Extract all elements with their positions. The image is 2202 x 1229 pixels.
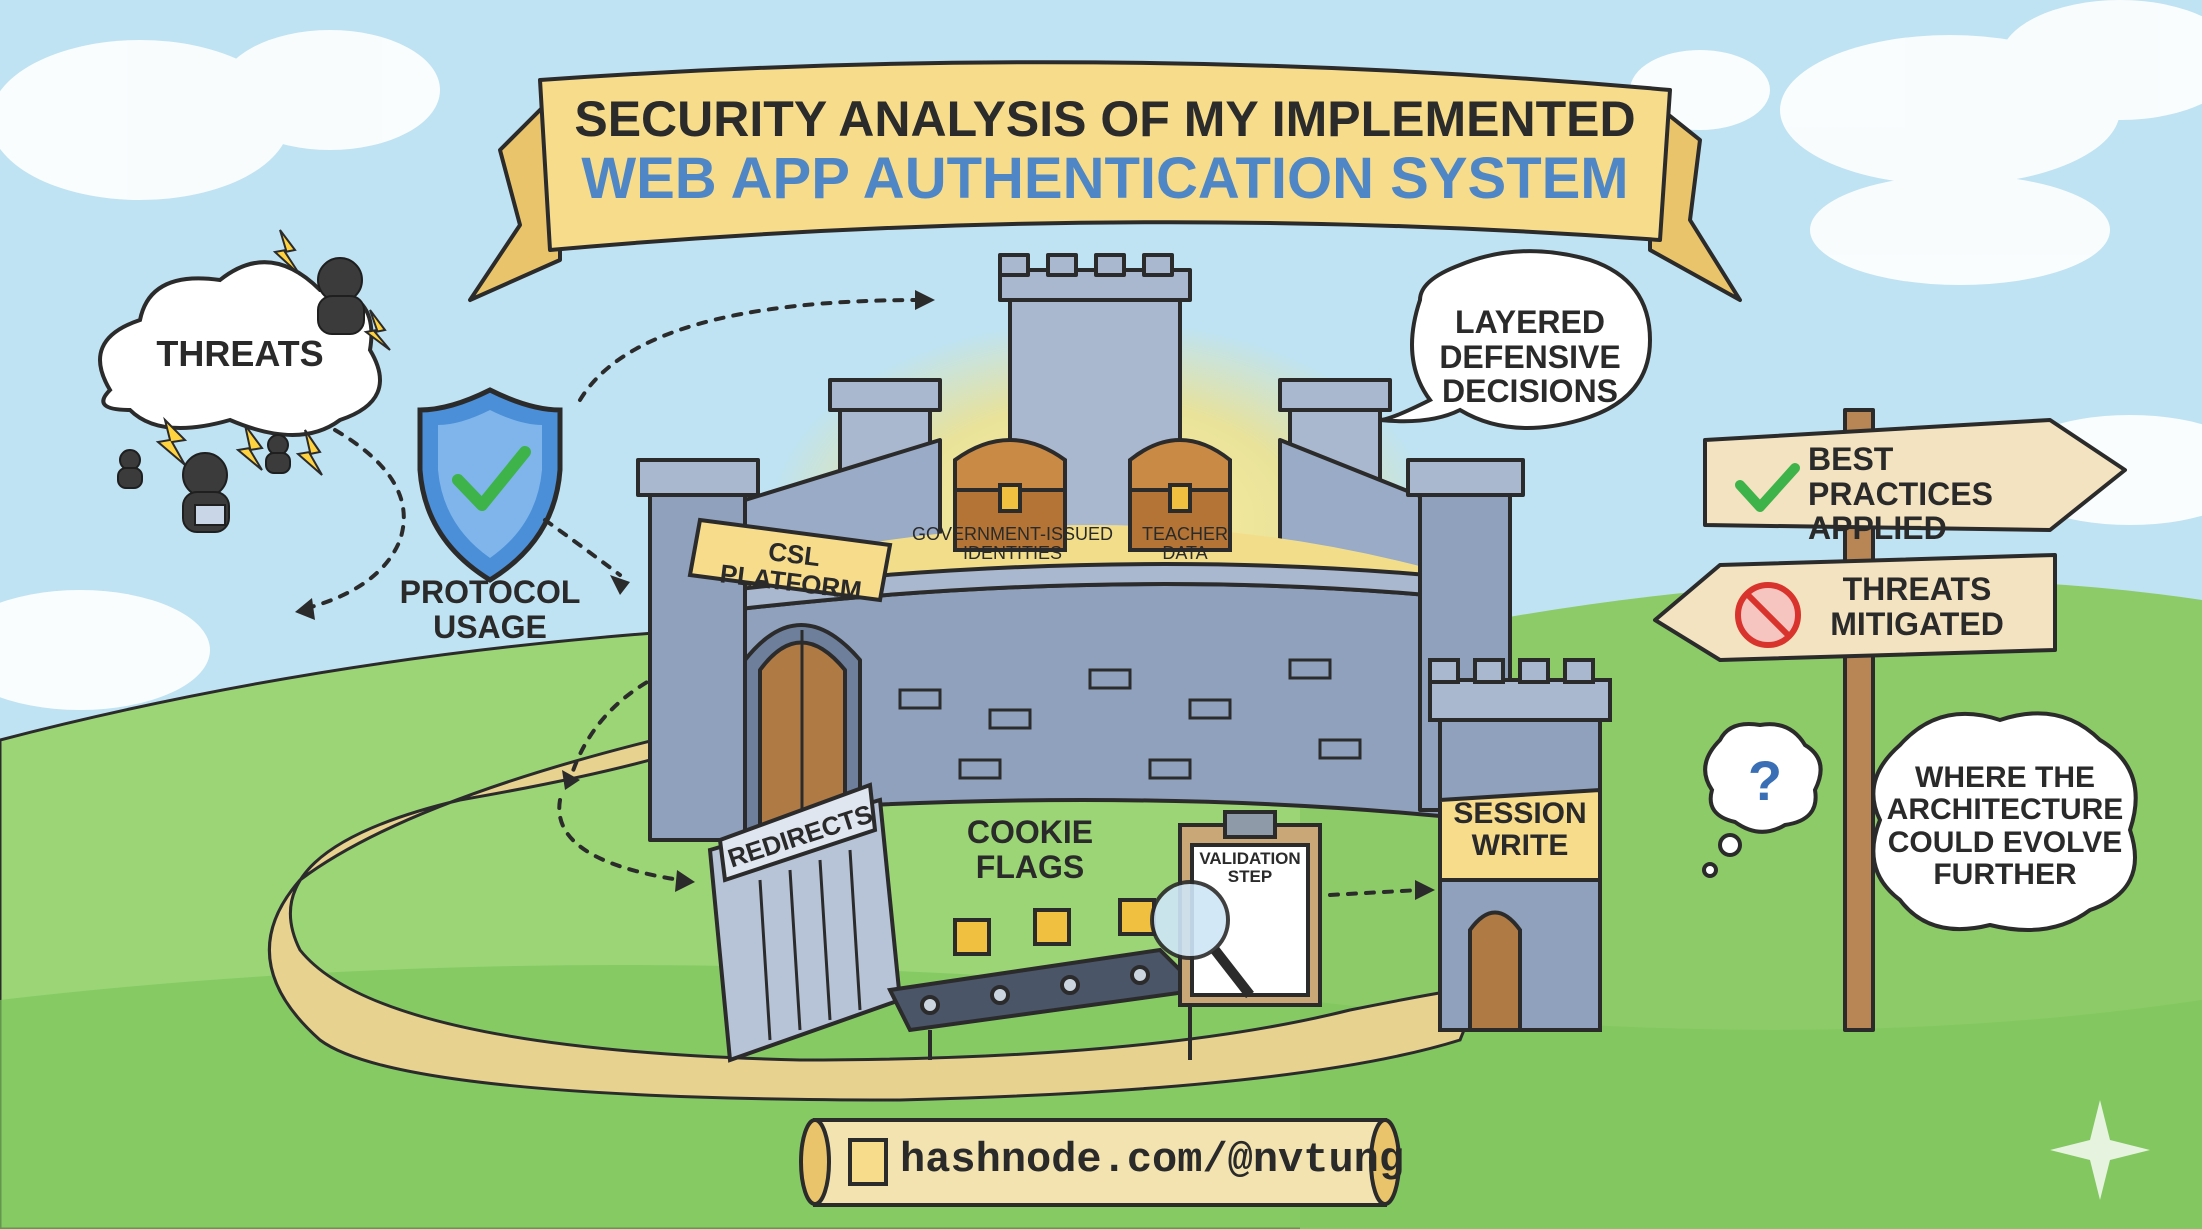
banner-title-line1: SECURITY ANALYSIS OF MY IMPLEMENTED	[574, 91, 1636, 147]
title-banner	[468, 60, 1742, 302]
sign-best-practices: BEST PRACTICES APPLIED	[1808, 441, 1993, 547]
treasure-chests	[953, 438, 1232, 552]
threats-cloud-shape	[98, 260, 382, 437]
session-tower-shape	[1428, 658, 1612, 1032]
footer-url[interactable]: hashnode.com/@nvtung	[900, 1136, 1405, 1184]
redirect-gate-shape	[707, 782, 903, 1063]
arrow-heads	[295, 290, 1435, 900]
hacker-figures	[117, 257, 365, 533]
signpost-shape	[1653, 408, 2127, 1032]
castle-bricks	[898, 658, 1362, 780]
svg-text:?: ?	[1748, 749, 1782, 812]
footer-scroll	[799, 1118, 1401, 1207]
chest-label-government-ids: GOVERNMENT-ISSUED IDENTITIES	[911, 524, 1114, 564]
clipboard-shape	[1150, 810, 1322, 1007]
shield-icon-shape	[417, 387, 563, 583]
thought-bubbles	[1702, 711, 2138, 932]
flow-arrows	[298, 298, 1422, 897]
banner-title-line2: WEB APP AUTHENTICATION SYSTEM	[581, 146, 1629, 211]
speech-bubble-shape	[1379, 249, 1653, 430]
session-write-label: SESSION WRITE	[1453, 797, 1587, 863]
conveyor-shape	[886, 898, 1205, 1060]
speech-bubble-text: LAYERED DEFENSIVE DECISIONS	[1439, 304, 1621, 410]
threats-label: THREATS	[156, 333, 324, 374]
chest-label-teacher-data: TEACHER DATA	[1141, 524, 1228, 564]
gate-sign-board	[687, 517, 893, 603]
protocol-usage-label: PROTOCOL USAGE	[399, 574, 581, 645]
sign-threats-mitigated: THREATS MITIGATED	[1830, 571, 2004, 642]
thought-bubble-text: WHERE THE ARCHITECTURE COULD EVOLVE FURT…	[1886, 761, 2124, 892]
validation-step-label: VALIDATION STEP	[1199, 849, 1301, 887]
cookie-flags-label: COOKIE FLAGS	[966, 814, 1094, 885]
